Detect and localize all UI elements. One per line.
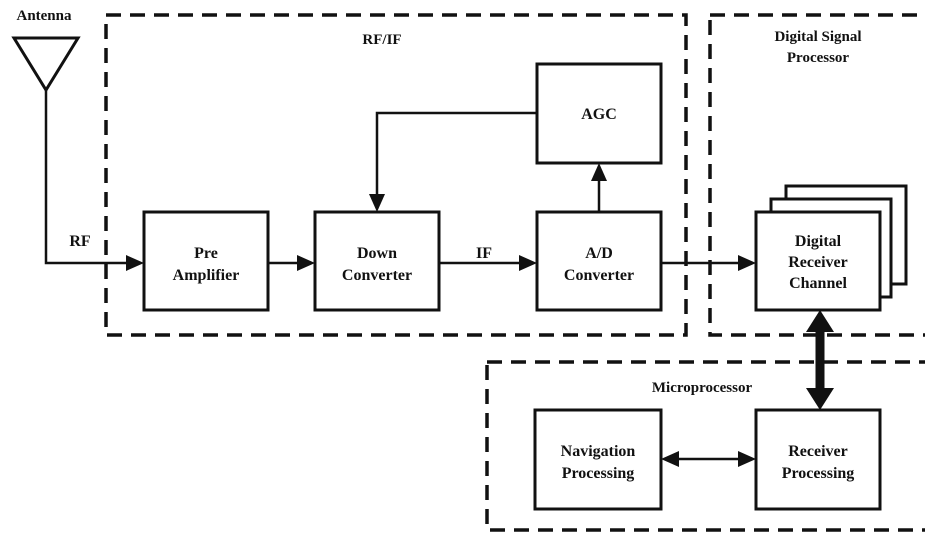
navigation-processing-block: Navigation Processing — [533, 408, 663, 511]
rf-if-group — [104, 13, 688, 337]
receiver-processing-label-line1: Receiver — [788, 443, 848, 460]
agc-feedback-arrow — [369, 111, 537, 212]
if-signal-label: IF — [476, 245, 492, 262]
microprocessor-group — [485, 360, 925, 532]
ad-to-agc-arrow — [591, 163, 607, 212]
receiver-channel-label-line2: Receiver — [788, 254, 848, 271]
down-converter-label-line1: Down — [357, 245, 397, 262]
ad-to-receiver-channel-arrow — [661, 255, 756, 271]
preamp-to-downconverter-arrow — [268, 255, 315, 271]
receiver-processing-label-line2: Processing — [782, 465, 855, 482]
downconverter-to-ad-arrow — [439, 255, 537, 271]
receiver-processing-block: Receiver Processing — [754, 408, 882, 511]
microprocessor-group-title: Microprocessor — [652, 380, 753, 396]
pre-amplifier-label-line2: Amplifier — [173, 267, 240, 284]
receiver-bus-arrow — [806, 310, 834, 410]
rf-signal-label: RF — [69, 233, 91, 250]
ad-converter-block: A/D Converter — [535, 210, 663, 312]
antenna-label: Antenna — [16, 8, 72, 24]
pre-amplifier-block: Pre Amplifier — [142, 210, 270, 312]
agc-label: AGC — [581, 106, 617, 123]
navigation-label-line1: Navigation — [561, 443, 636, 460]
navigation-receiver-arrow — [661, 451, 756, 467]
receiver-channel-label-line1: Digital — [795, 233, 842, 250]
down-converter-block: Down Converter — [313, 210, 441, 312]
dsp-group-title-line1: Digital Signal — [774, 29, 861, 45]
dsp-group — [708, 13, 925, 337]
receiver-channel-label-line3: Channel — [789, 275, 847, 292]
digital-receiver-channel-stack: Digital Receiver Channel — [754, 184, 908, 312]
antenna-icon — [11, 36, 81, 100]
pre-amplifier-label-line1: Pre — [194, 245, 218, 262]
ad-converter-label-line1: A/D — [585, 245, 613, 262]
ad-converter-label-line2: Converter — [564, 267, 634, 284]
down-converter-label-line2: Converter — [342, 267, 412, 284]
agc-block: AGC — [535, 62, 663, 165]
rf-if-group-title: RF/IF — [362, 32, 401, 48]
dsp-group-title-line2: Processor — [787, 50, 850, 66]
navigation-label-line2: Processing — [562, 465, 635, 482]
rf-signal-connector — [44, 100, 144, 271]
